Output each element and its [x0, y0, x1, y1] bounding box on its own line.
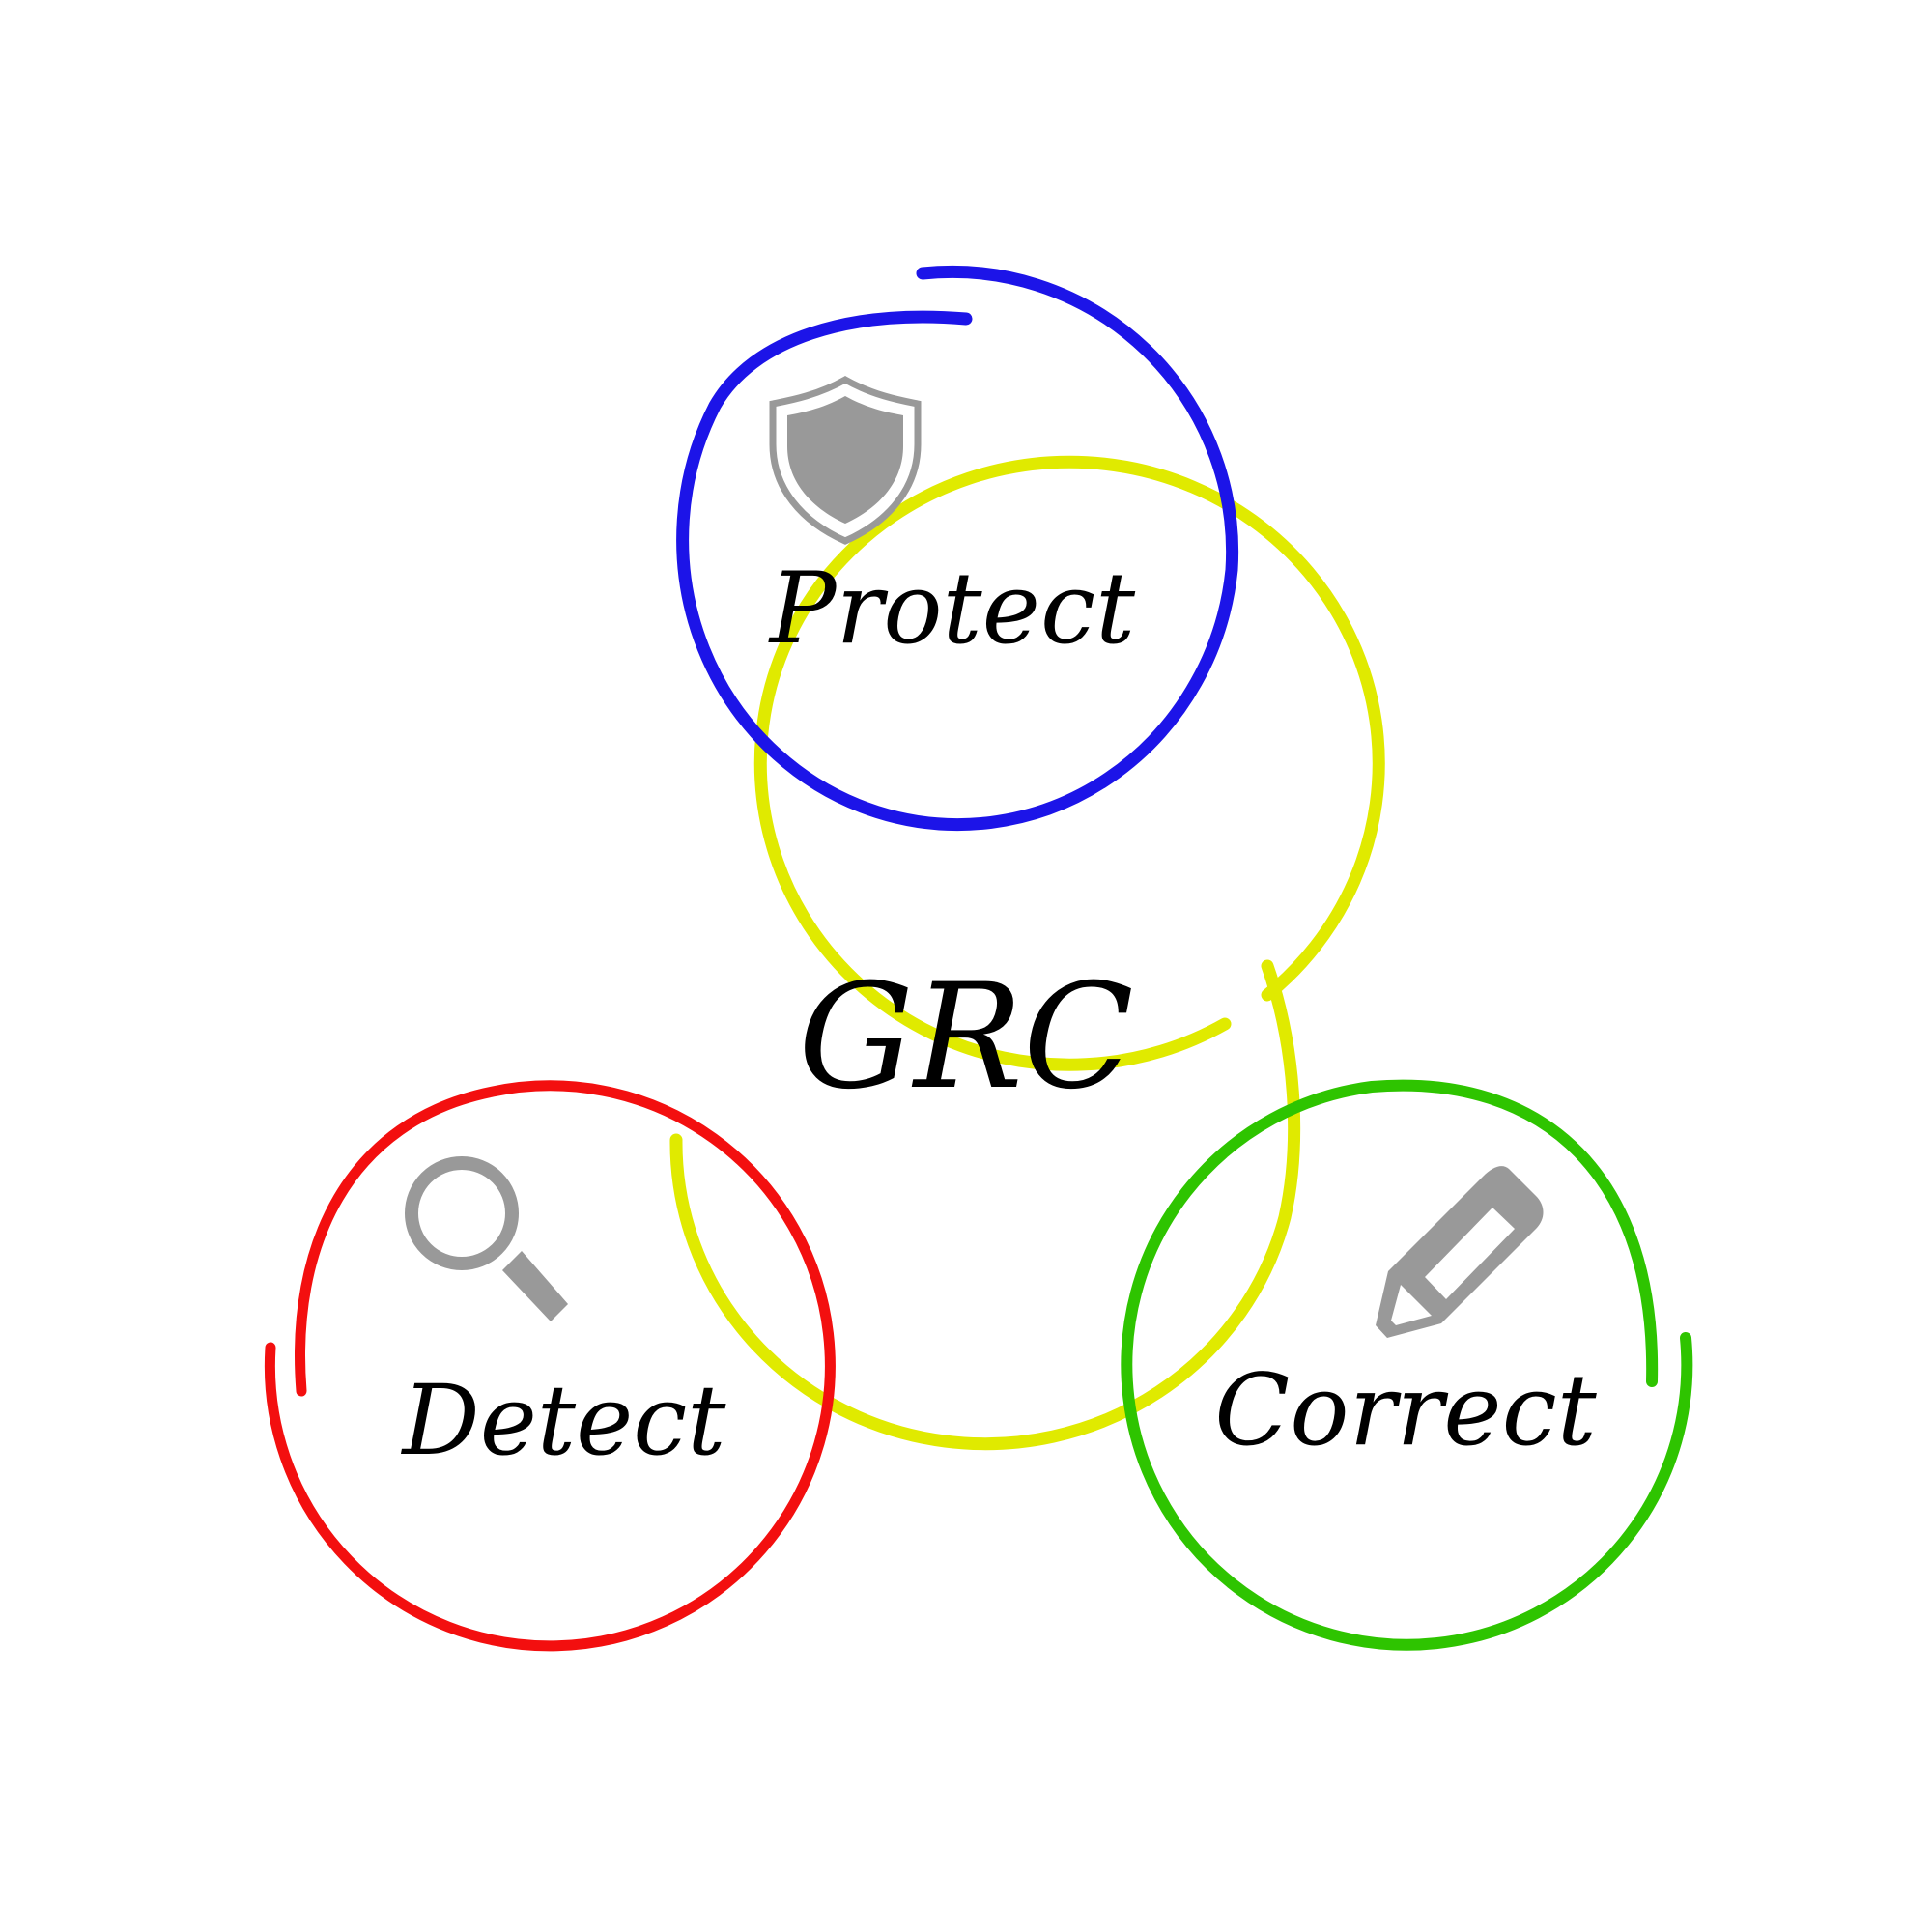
grc-label: GRC — [798, 953, 1134, 1122]
correct-label: Correct — [1214, 1353, 1597, 1468]
grc-ring — [669, 455, 1385, 1451]
detect-ring — [264, 1080, 836, 1652]
correct-ring — [1121, 1079, 1693, 1651]
magnifier-icon — [405, 1156, 568, 1321]
protect-label: Protect — [768, 552, 1136, 667]
detect-label: Detect — [401, 1364, 727, 1477]
pencil-icon — [1376, 1166, 1544, 1338]
shield-icon — [769, 375, 922, 545]
protect-ring — [676, 265, 1239, 831]
